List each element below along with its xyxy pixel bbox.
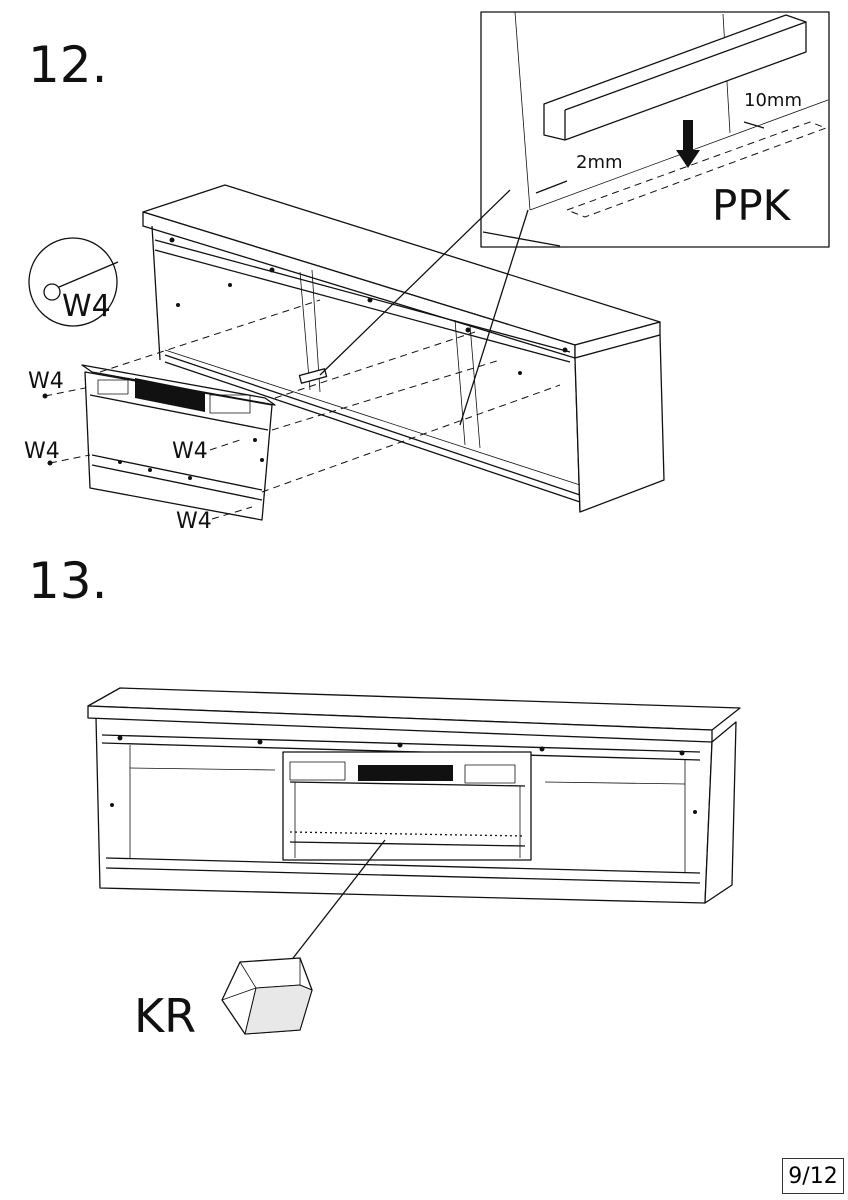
part-ppk-label: PPK — [712, 181, 792, 230]
ppk-detail-inset: 2mm 10mm PPK — [319, 11, 830, 426]
page-number: 9/12 — [782, 1158, 844, 1194]
screw-callout: W4 — [28, 237, 119, 327]
part-kr-label: KR — [134, 989, 196, 1043]
step-12-cabinet — [142, 184, 665, 513]
screw-callout-label: W4 — [62, 289, 111, 324]
step-12-fireplace-insert — [81, 299, 561, 521]
gap-10mm-label: 10mm — [744, 90, 802, 111]
screw-labels: W4 W4 W4 W4 — [24, 369, 253, 534]
step-12-number: 12. — [28, 36, 108, 94]
kr-part: KR — [134, 839, 386, 1043]
step-13-number: 13. — [28, 552, 108, 610]
gap-2mm-label: 2mm — [576, 152, 623, 173]
screw-label: W4 — [28, 369, 64, 394]
step-13-fireplace-insert — [282, 751, 532, 861]
screw-label: W4 — [24, 439, 60, 464]
screw-label: W4 — [172, 439, 208, 464]
screw-label: W4 — [176, 509, 212, 534]
